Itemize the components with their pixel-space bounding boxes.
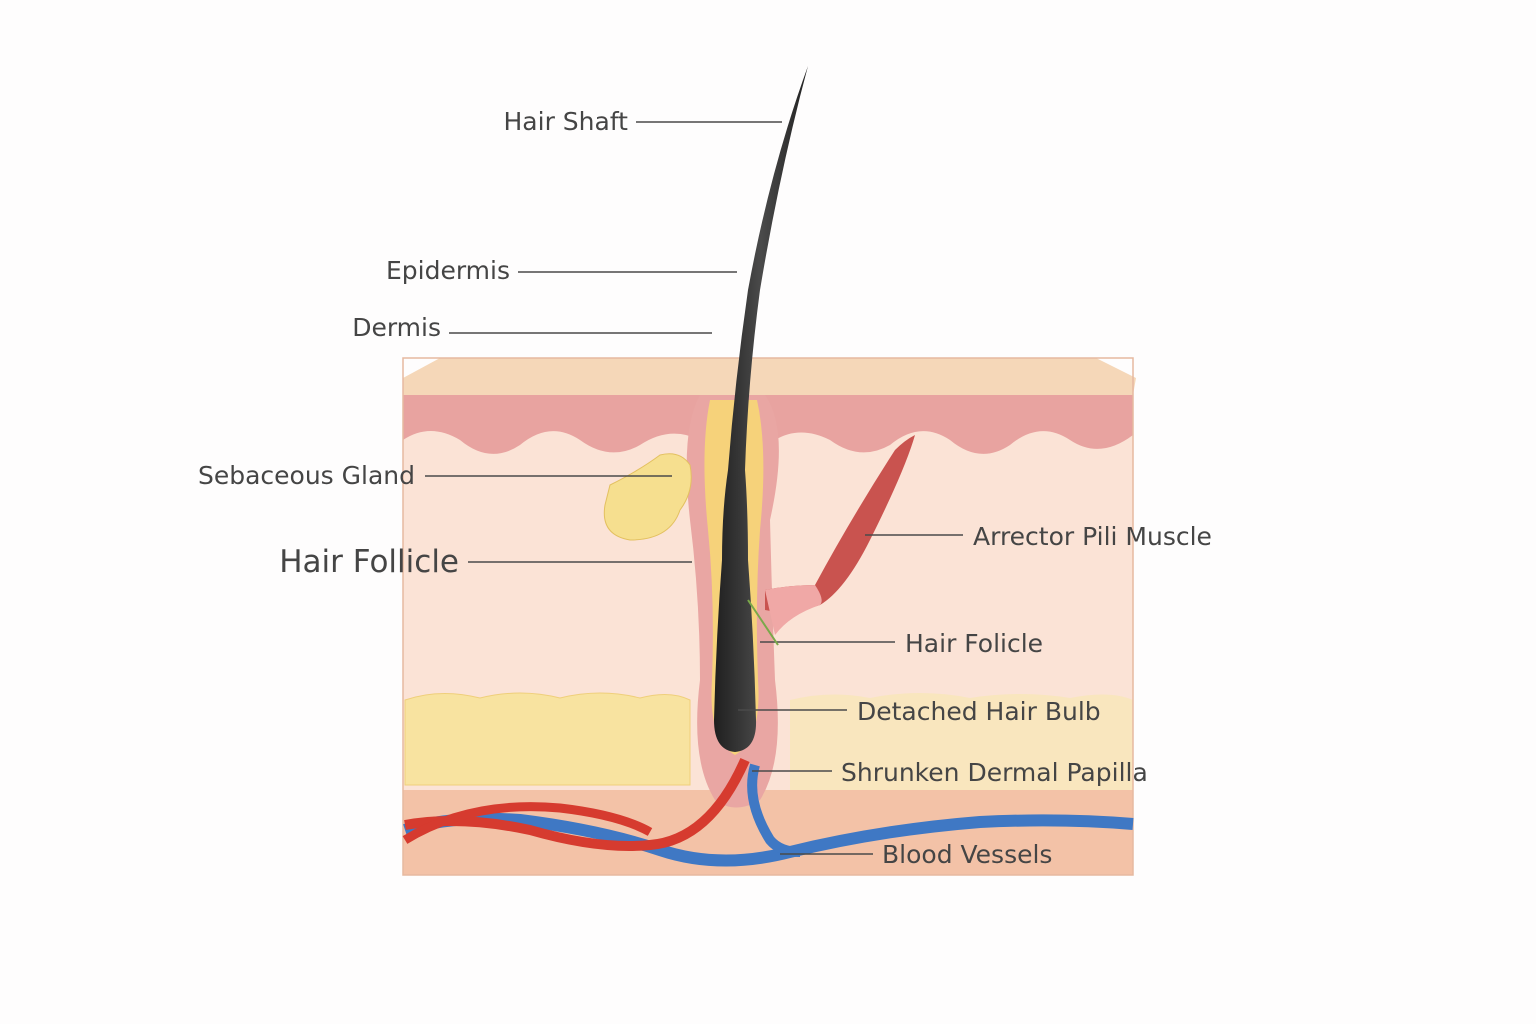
label-arrector-pili-muscle: Arrector Pili Muscle (973, 522, 1212, 551)
label-dermis: Dermis (352, 313, 441, 342)
label-detached-hair-bulb: Detached Hair Bulb (857, 697, 1101, 726)
arrector-pili-muscle (765, 435, 915, 612)
fat-layer-left (404, 692, 691, 786)
vein (403, 812, 1134, 867)
label-hair-shaft: Hair Shaft (504, 107, 629, 136)
fat-layer-right (790, 693, 1133, 790)
epidermis-layer (403, 358, 1136, 395)
label-hair-follicle: Hair Follicle (279, 544, 459, 580)
label-hair-folicle: Hair Folicle (905, 629, 1043, 658)
label-blood-vessels: Blood Vessels (882, 840, 1052, 869)
hair-shaft (714, 66, 808, 752)
label-sebaceous-gland: Sebaceous Gland (198, 461, 415, 490)
artery-branch (402, 802, 653, 844)
vein-branch (747, 763, 801, 857)
leader-lines (425, 121, 963, 855)
block-outline (402, 357, 1134, 876)
label-epidermis: Epidermis (386, 256, 510, 285)
muscle-tendon (765, 585, 822, 635)
artery (404, 757, 750, 851)
label-shrunken-dermal-papilla: Shrunken Dermal Papilla (841, 758, 1148, 787)
